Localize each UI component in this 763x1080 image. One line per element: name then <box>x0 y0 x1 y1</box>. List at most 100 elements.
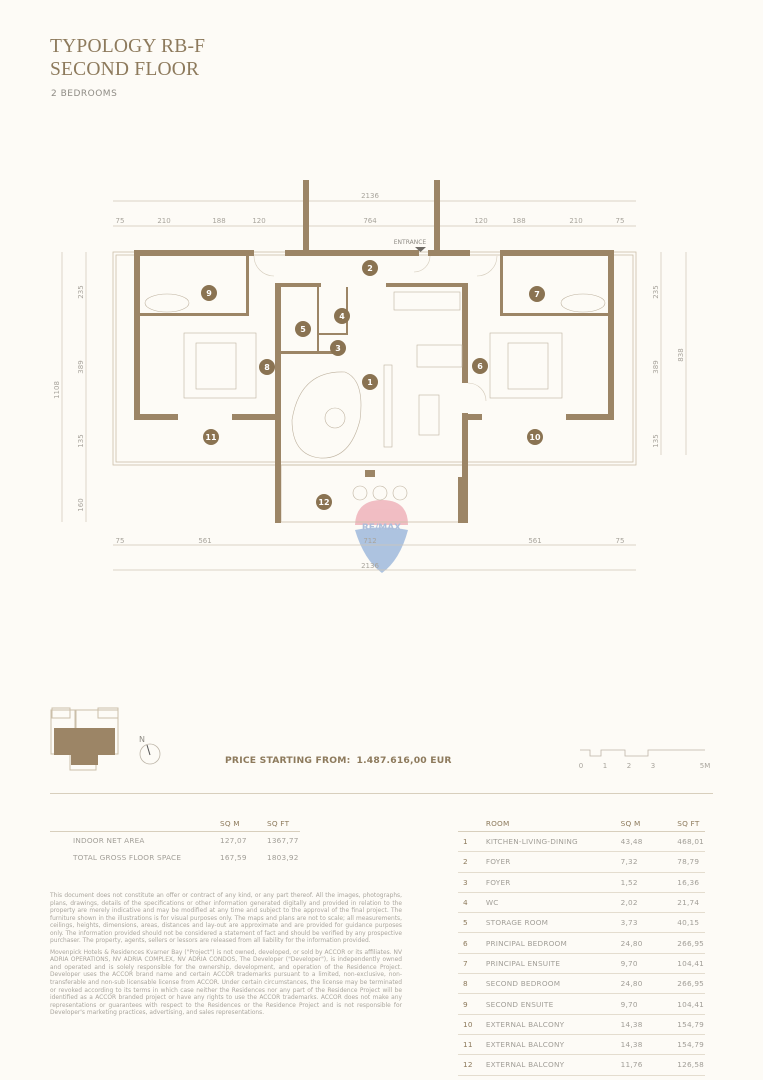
area-header-sqft: SQ FT <box>266 815 300 832</box>
dim-bottom: 712 <box>363 537 376 545</box>
dim-top: 120 <box>252 217 265 225</box>
room-sqft: 104,41 <box>676 993 705 1015</box>
room-marker-label: 11 <box>205 433 217 442</box>
room-sqft: 154,79 <box>676 1014 705 1035</box>
room-sqm: 14,38 <box>619 1034 677 1056</box>
room-sqft: 126,58 <box>676 1054 705 1076</box>
room-marker-4 <box>334 308 350 324</box>
room-number: 7 <box>458 953 485 975</box>
area-row: INDOOR NET AREA 127,07 1367,77 <box>50 832 300 850</box>
dim-top: 120 <box>474 217 487 225</box>
room-marker-7 <box>529 286 545 302</box>
dim-left: 160 <box>77 498 85 511</box>
room-sqft: 21,74 <box>676 892 705 914</box>
dim-left: 135 <box>77 434 85 447</box>
room-number: 12 <box>458 1054 485 1076</box>
area-sqft: 1367,77 <box>267 836 299 845</box>
room-sqft: 468,01 <box>676 831 705 853</box>
room-header-name: ROOM <box>484 815 620 832</box>
legal-disclaimer: This document does not constitute an off… <box>50 893 402 1022</box>
room-marker-label: 5 <box>300 325 306 334</box>
room-marker-label: 12 <box>318 498 329 507</box>
scale-label: 0 <box>579 762 583 770</box>
room-number: 1 <box>458 831 485 853</box>
room-number: 4 <box>458 892 485 914</box>
room-name: FOYER <box>484 872 620 893</box>
dim-right-total: 838 <box>677 348 685 361</box>
title-typology: TYPOLOGY RB-F <box>50 36 206 57</box>
room-marker-label: 9 <box>206 289 212 298</box>
room-marker-8 <box>259 359 275 375</box>
room-sqm: 2,02 <box>619 892 677 914</box>
room-header-num <box>458 815 485 832</box>
dim-bottom: 561 <box>528 537 541 545</box>
remax-watermark-logo: RE/MAX <box>355 500 408 573</box>
room-sqm: 43,48 <box>619 831 677 853</box>
room-name: PRINCIPAL BEDROOM <box>484 932 620 954</box>
dim-bottom: 561 <box>198 537 211 545</box>
room-header-sqm: SQ M <box>619 815 677 832</box>
dim-top: 188 <box>212 217 225 225</box>
room-sqft: 16,36 <box>676 872 705 893</box>
room-sqm: 7,32 <box>619 851 677 873</box>
room-sqm: 14,38 <box>619 1014 677 1035</box>
dim-right: 389 <box>652 360 660 373</box>
room-number: 9 <box>458 993 485 1015</box>
room-name: KITCHEN-LIVING-DINING <box>484 831 620 853</box>
room-sqm: 3,73 <box>619 912 677 934</box>
room-number: 11 <box>458 1034 485 1056</box>
room-marker-label: 10 <box>529 433 541 442</box>
dim-left: 235 <box>77 285 85 298</box>
room-name: SECOND BEDROOM <box>484 973 620 995</box>
room-sqm: 24,80 <box>619 932 677 954</box>
room-sqft: 78,79 <box>676 851 705 873</box>
room-marker-2 <box>362 260 378 276</box>
room-marker-1 <box>362 374 378 390</box>
walls <box>134 180 614 523</box>
room-header-sqft: SQ FT <box>676 815 705 832</box>
room-marker-6 <box>472 358 488 374</box>
scale-label: 2 <box>627 762 631 770</box>
entrance-label: ENTRANCE <box>394 239 427 246</box>
room-sqft: 154,79 <box>676 1034 705 1056</box>
scale-label: 5M <box>700 762 711 770</box>
room-name: EXTERNAL BALCONY <box>484 1054 620 1076</box>
room-sqft: 40,15 <box>676 912 705 934</box>
unit-highlight <box>54 728 115 765</box>
scale-bar: 0 1 2 3 5M <box>579 749 711 770</box>
area-sqm: 127,07 <box>220 836 247 845</box>
dim-bottom: 75 <box>116 537 125 545</box>
room-marker-label: 8 <box>264 363 270 372</box>
price-value: 1.487.616,00 EUR <box>356 755 452 766</box>
room-sqm: 11,76 <box>619 1054 677 1076</box>
disclaimer-paragraph-2: Movenpick Hotels & Residences Kvarner Ba… <box>50 949 402 1017</box>
room-name: EXTERNAL BALCONY <box>484 1014 620 1035</box>
room-name: WC <box>484 892 620 914</box>
room-sqm: 1,52 <box>619 872 677 893</box>
room-marker-3 <box>330 340 346 356</box>
room-marker-label: 4 <box>339 312 345 321</box>
furniture <box>144 291 606 501</box>
area-header <box>50 815 219 832</box>
dim-right: 135 <box>652 434 660 447</box>
price-label: PRICE STARTING FROM: <box>225 755 351 766</box>
area-name: INDOOR NET AREA <box>73 836 145 845</box>
room-sqm: 9,70 <box>619 953 677 975</box>
room-marker-10 <box>527 429 543 445</box>
dim-bottom: 75 <box>616 537 625 545</box>
room-number: 2 <box>458 851 485 873</box>
area-sqft: 1803,92 <box>267 853 299 862</box>
room-sqft: 266,95 <box>676 932 705 954</box>
dim-top: 75 <box>116 217 125 225</box>
room-name: EXTERNAL BALCONY <box>484 1034 620 1056</box>
dimension-labels: 2136 75 210 188 120 764 120 188 210 75 7… <box>53 192 685 570</box>
watermark-text: RE/MAX <box>362 523 401 533</box>
area-name: TOTAL GROSS FLOOR SPACE <box>73 853 182 862</box>
